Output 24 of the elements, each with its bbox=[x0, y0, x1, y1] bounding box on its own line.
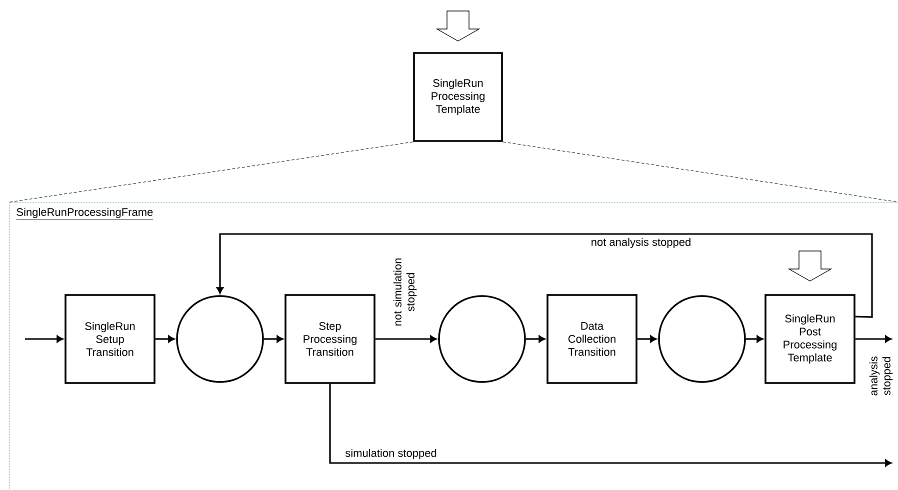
arrow bbox=[216, 233, 873, 318]
arrow bbox=[329, 384, 892, 467]
arrow bbox=[746, 335, 764, 343]
process-box: Step Processing Transition bbox=[284, 294, 376, 384]
process-box: SingleRun Setup Transition bbox=[64, 294, 156, 384]
arrow bbox=[25, 335, 64, 343]
arrow bbox=[155, 335, 175, 343]
zoom-line bbox=[8, 142, 414, 202]
zoom-line bbox=[502, 142, 898, 202]
edge-label: not analysis stopped bbox=[590, 237, 692, 249]
process-box: SingleRun Post Processing Template bbox=[764, 294, 856, 384]
edge-label: analysis stopped bbox=[868, 350, 894, 402]
arrow bbox=[855, 335, 892, 343]
process-box: Data Collection Transition bbox=[546, 294, 638, 384]
edge-label: simulation stopped bbox=[344, 448, 438, 460]
edge-label: not simulation stopped bbox=[392, 252, 418, 332]
arrow bbox=[264, 335, 284, 343]
arrow bbox=[637, 335, 657, 343]
arrow bbox=[375, 335, 437, 343]
place-circle bbox=[438, 295, 526, 383]
place-circle bbox=[658, 295, 746, 383]
place-circle bbox=[176, 295, 264, 383]
process-box: SingleRun Processing Template bbox=[413, 52, 503, 142]
arrow bbox=[526, 335, 546, 343]
